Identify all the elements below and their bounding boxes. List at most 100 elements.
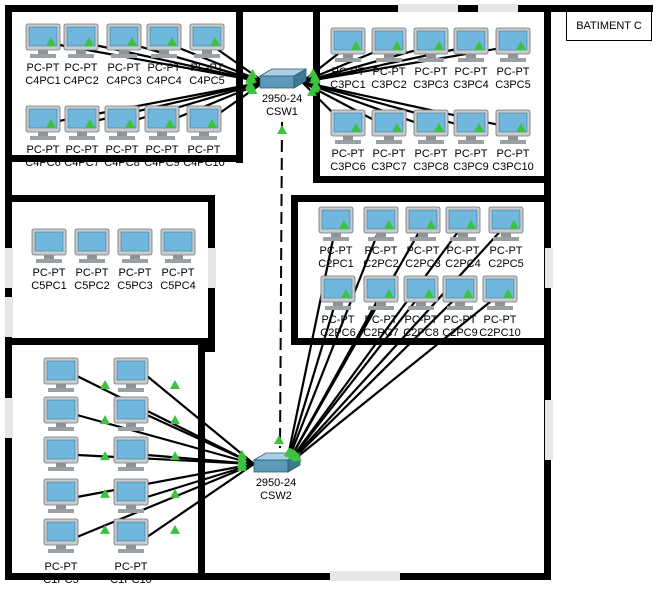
pc-base xyxy=(118,427,144,431)
port-pc-c1pc1 xyxy=(100,380,110,389)
pc-stand xyxy=(126,505,136,509)
pc-c1pc8 xyxy=(113,436,149,471)
pc-type-label: PC-PT xyxy=(497,66,530,78)
pc-base xyxy=(410,237,436,241)
pc-base xyxy=(36,259,62,263)
port-pc-c4pc3 xyxy=(127,37,137,46)
pc-base xyxy=(194,54,220,58)
port-pc-c4pc5 xyxy=(210,37,220,46)
pc-stand xyxy=(77,132,87,136)
pc-type-label: PC-PT xyxy=(373,66,406,78)
wall-14 xyxy=(198,345,205,580)
pc-base xyxy=(500,140,526,144)
port-pc-c3pc6 xyxy=(351,123,361,132)
port-pc-c4pc10 xyxy=(207,119,217,128)
door-7 xyxy=(330,571,400,581)
pc-name-label: C2PC7 xyxy=(363,327,398,339)
pc-base xyxy=(493,237,519,241)
pc-type-label: PC-PT xyxy=(447,245,480,257)
pc-base xyxy=(118,509,144,513)
pc-base xyxy=(500,58,526,62)
door-4 xyxy=(5,297,13,337)
pc-screen xyxy=(163,231,193,252)
floor-plan-walls xyxy=(5,4,653,581)
pc-stand xyxy=(56,423,66,427)
pc-name-label: C2PC10 xyxy=(479,327,521,339)
pc-type-label: PC-PT xyxy=(27,144,60,156)
pc-stand xyxy=(202,50,212,54)
port-pc-c3pc4 xyxy=(474,41,484,50)
port-pc-c2pc10 xyxy=(503,289,513,298)
pc-c1pc4 xyxy=(43,478,79,513)
port-pc-c3pc3 xyxy=(434,41,444,50)
pc-stand xyxy=(384,54,394,58)
wall-8 xyxy=(5,338,215,345)
pc-name-label: C3PC3 xyxy=(413,79,448,91)
pc-screen xyxy=(116,439,146,460)
pc-screen xyxy=(116,360,146,381)
port-pc-c1pc7 xyxy=(170,415,180,425)
pc-base xyxy=(118,467,144,471)
pc-stand xyxy=(458,233,468,237)
link-c2pc1 xyxy=(284,224,338,467)
pc-base xyxy=(323,237,349,241)
port-pc-c4pc8 xyxy=(125,119,135,128)
wall-9 xyxy=(313,5,320,183)
pc-stand xyxy=(126,463,136,467)
wall-4 xyxy=(236,5,243,163)
port-pc-c1pc3 xyxy=(100,451,110,461)
pc-stand xyxy=(38,50,48,54)
pc-c1pc1 xyxy=(43,357,79,392)
port-pc-c2pc3 xyxy=(426,220,436,229)
pc-base xyxy=(325,306,351,310)
pc-base xyxy=(191,136,217,140)
pc-name-label: C2PC2 xyxy=(363,258,398,270)
pc-base xyxy=(368,237,394,241)
link-c1pc5 xyxy=(76,462,255,539)
pc-stand xyxy=(56,545,66,549)
pc-name-label: C3PC9 xyxy=(453,161,488,173)
door-3 xyxy=(208,248,216,288)
pc-type-label: PC-PT xyxy=(65,62,98,74)
pc-type-label: PC-PT xyxy=(188,144,221,156)
pc-stand xyxy=(416,302,426,306)
pc-base xyxy=(368,306,394,310)
pc-screen xyxy=(34,231,64,252)
pc-stand xyxy=(376,233,386,237)
pc-stand xyxy=(44,255,54,259)
port-trunk-sw2 xyxy=(274,435,284,444)
pc-name-label: C4PC8 xyxy=(104,157,139,169)
pc-type-label: PC-PT xyxy=(45,561,78,573)
wall-5 xyxy=(5,155,243,162)
pc-type-label: PC-PT xyxy=(497,148,530,160)
pc-stand xyxy=(130,255,140,259)
pc-name-label: C3PC5 xyxy=(495,79,530,91)
trunk-link xyxy=(279,121,283,449)
pc-c1pc3 xyxy=(43,436,79,471)
pc-stand xyxy=(501,233,511,237)
pc-type-label: PC-PT xyxy=(27,62,60,74)
pc-name-label: C2PC9 xyxy=(442,327,477,339)
pc-type-label: PC-PT xyxy=(415,66,448,78)
pc-base xyxy=(30,54,56,58)
pc-name-label: C2PC4 xyxy=(445,258,480,270)
pc-name-label: C3PC7 xyxy=(371,161,406,173)
pc-type-label: PC-PT xyxy=(162,267,195,279)
pc-base xyxy=(376,58,402,62)
pc-type-label: PC-PT xyxy=(320,245,353,257)
pc-type-label: PC-PT xyxy=(322,314,355,326)
pc-stand xyxy=(331,233,341,237)
pc-name-label: C4PC7 xyxy=(64,157,99,169)
pc-name-label: C3PC6 xyxy=(330,161,365,173)
wall-2 xyxy=(544,5,551,580)
